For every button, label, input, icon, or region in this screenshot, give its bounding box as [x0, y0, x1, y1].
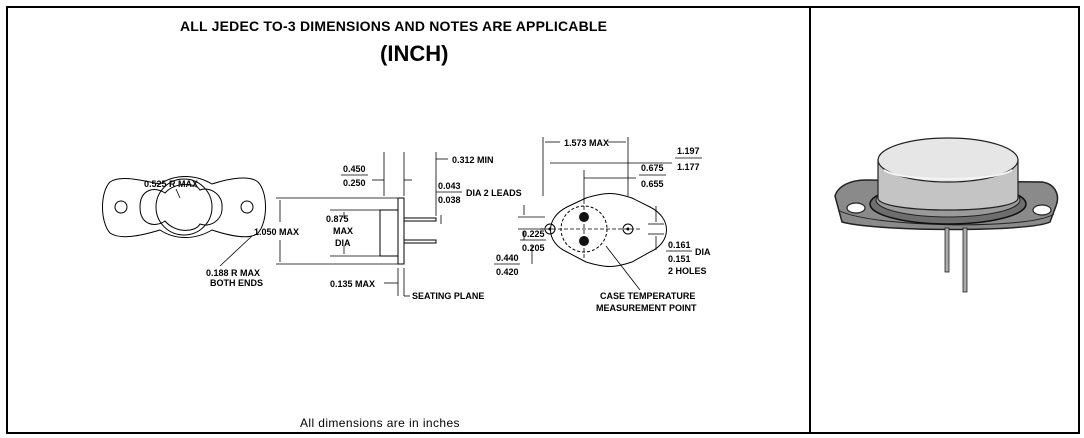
lead-span-numerator: 0.440 — [496, 253, 519, 263]
span-denominator: 1.177 — [677, 162, 700, 172]
width-max-label: 1.573 MAX — [564, 138, 609, 148]
units-footnote: All dimensions are in inches — [300, 416, 460, 430]
hole-dia-denominator: 0.151 — [668, 254, 691, 264]
top-radius-label: 0.525 R MAX — [144, 179, 198, 189]
lead-dia-numerator: 0.043 — [438, 181, 461, 191]
offset-numerator: 0.225 — [522, 229, 545, 239]
case-temp-leader — [605, 245, 641, 291]
case-temp-label-2: MEASUREMENT POINT — [596, 303, 697, 313]
hole-count-label: 2 HOLES — [668, 266, 707, 276]
lead-dia-denominator: 0.038 — [438, 195, 461, 205]
top-view-outline — [102, 176, 266, 238]
bottom-view-outline — [540, 193, 667, 267]
to3-package-illustration — [834, 137, 1059, 293]
height-max-label: 1.050 MAX — [254, 227, 299, 237]
lead-min-label: 0.312 MIN — [452, 155, 494, 165]
flange-max-label: 0.135 MAX — [330, 279, 375, 289]
end-radius-label-2: BOTH ENDS — [210, 278, 263, 288]
seating-plane-label: SEATING PLANE — [412, 291, 484, 301]
panel-divider — [809, 6, 811, 434]
body-dia-label-1: 0.875 — [326, 214, 349, 224]
case-temp-label-1: CASE TEMPERATURE — [600, 291, 695, 301]
hole-span-denominator: 0.655 — [641, 179, 664, 189]
lead-span-denominator: 0.420 — [496, 267, 519, 277]
cap-height-numerator: 0.450 — [343, 164, 366, 174]
hole-span-numerator: 0.675 — [641, 163, 664, 173]
top-radius-leader — [175, 188, 181, 199]
lead-dia-text: DIA 2 LEADS — [466, 188, 522, 198]
hole-dia-numerator: 0.161 — [668, 240, 691, 250]
units-subtitle: (INCH) — [380, 41, 449, 66]
cap-height-denominator: 0.250 — [343, 178, 366, 188]
body-dia-label-2: MAX — [333, 226, 353, 236]
offset-denominator: 0.205 — [522, 243, 545, 253]
end-radius-leader — [219, 235, 253, 267]
hole-dia-text: DIA — [695, 247, 711, 257]
end-radius-label: 0.188 R MAX — [206, 268, 260, 278]
page-title: ALL JEDEC TO-3 DIMENSIONS AND NOTES ARE … — [180, 18, 608, 34]
body-dia-label-3: DIA — [335, 238, 351, 248]
side-view-outline — [379, 197, 437, 265]
span-numerator: 1.197 — [677, 146, 700, 156]
drawing-frame — [6, 6, 1080, 434]
